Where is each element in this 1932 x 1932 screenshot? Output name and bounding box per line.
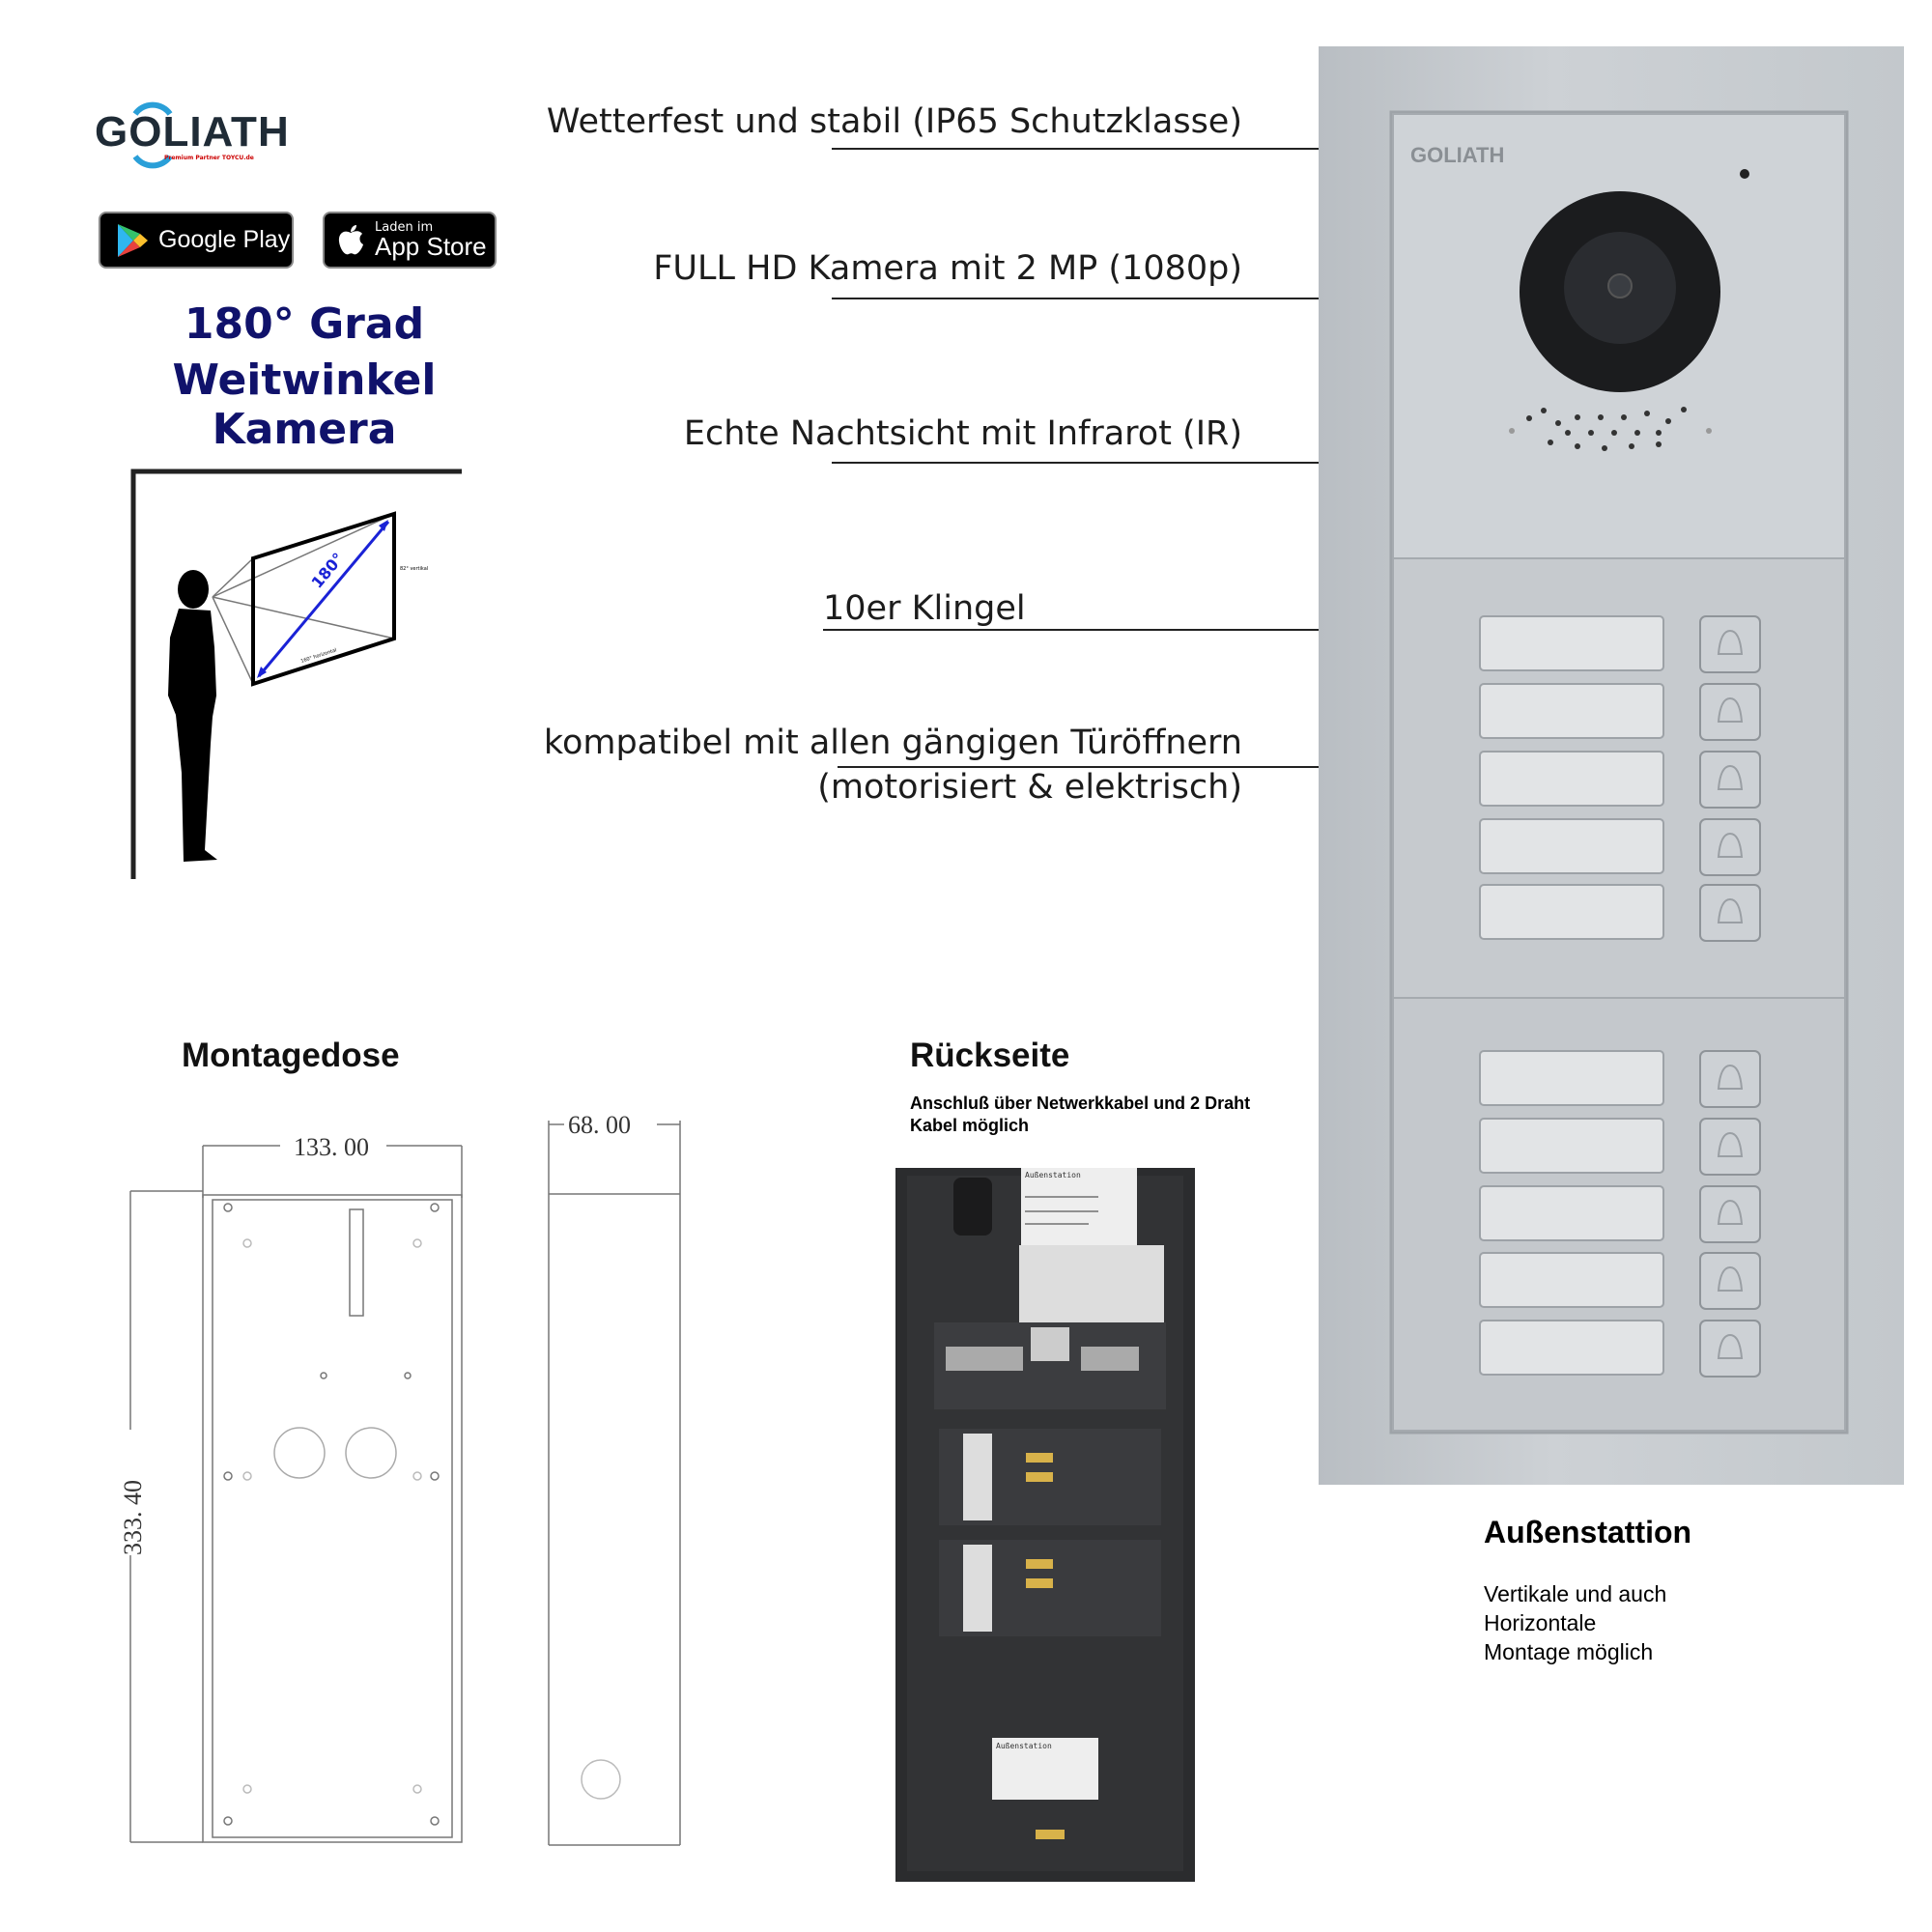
aussenstation-line2: Horizontale [1484,1610,1597,1635]
bell-button[interactable] [1699,615,1761,673]
partner-text: Premium Partner TOYCU.de [164,155,254,161]
bell-icon [1717,832,1744,858]
google-play-icon [118,223,148,257]
back-label-top: Außenstation [1025,1171,1081,1179]
aussenstation-line3: Montage möglich [1484,1639,1654,1664]
person-silhouette [168,570,217,862]
bell-button[interactable] [1699,1050,1761,1108]
app-store-small-label: Laden im [375,220,434,235]
name-label-plate [1479,1320,1664,1376]
montagedose-title: Montagedose [182,1037,400,1074]
bell-icon [1717,897,1744,923]
google-play-label: Google Play [158,226,291,253]
name-label-plate [1479,615,1664,671]
rueckseite-subtitle-2: Kabel möglich [910,1116,1030,1135]
bell-button[interactable] [1699,818,1761,876]
feature-door-openers: kompatibel mit allen gängigen Türöffnern [543,724,1242,762]
bell-icon [1717,1064,1744,1090]
goliath-logo: GOLIATH Premium Partner TOYCU.de [95,100,289,170]
bell-icon [1717,1199,1744,1225]
angle-label: 180° [308,550,348,592]
bell-button[interactable] [1699,1185,1761,1243]
name-label-plate [1479,1050,1664,1106]
bell-button[interactable] [1699,1252,1761,1310]
name-label-plate [1479,884,1664,940]
headline-line2: Weitwinkel Kamera [172,355,437,454]
bell-icon [1717,629,1744,655]
camera-lens [1520,191,1720,392]
callout-line [838,766,1319,768]
callout-line [832,298,1319,299]
feature-camera: FULL HD Kamera mit 2 MP (1080p) [653,249,1242,288]
depth-dimension: 68. 00 [568,1111,631,1139]
viewing-angle-diagram: 180° 82° vertikal 160° horizontal [126,464,473,879]
vertical-angle-label: 82° vertikal [400,566,428,572]
back-side-photo: Außenstation Außenstation [895,1168,1195,1882]
google-play-badge[interactable]: Google Play [99,212,294,269]
bell-icon [1717,764,1744,790]
device-logo: GOLIATH [1410,143,1504,167]
logo-text: GOLIATH [95,108,290,156]
callout-line [832,148,1319,150]
apple-icon [338,224,363,254]
aussenstation-line1: Vertikale und auch [1484,1581,1667,1606]
bell-icon [1717,1265,1744,1292]
rueckseite-title: Rückseite [910,1037,1070,1074]
aussenstation-title: Außenstattion [1484,1515,1692,1549]
feature-door-openers-detail: (motorisiert & elektrisch) [817,768,1242,807]
bell-button-list [1479,615,1761,1378]
bell-icon [1717,1333,1744,1359]
width-dimension: 133. 00 [294,1133,369,1161]
name-label-plate [1479,818,1664,874]
name-label-plate [1479,683,1664,739]
feature-night-vision: Echte Nachtsicht mit Infrarot (IR) [683,414,1242,453]
name-label-plate [1479,751,1664,807]
bell-button[interactable] [1699,1118,1761,1176]
bell-icon [1717,696,1744,723]
callout-line [832,462,1319,464]
app-store-badge[interactable]: Laden im App Store [323,212,497,269]
feature-bells: 10er Klingel [823,589,1026,628]
headline-line1: 180° Grad [184,299,425,349]
app-store-label: App Store [375,232,487,261]
bell-button[interactable] [1699,751,1761,809]
bell-button[interactable] [1699,884,1761,942]
name-label-plate [1479,1118,1664,1174]
feature-weatherproof: Wetterfest und stabil (IP65 Schutzklasse… [546,102,1242,141]
bell-icon [1717,1131,1744,1157]
back-label-bottom: Außenstation [996,1742,1052,1750]
name-label-plate [1479,1185,1664,1241]
rueckseite-subtitle-1: Anschluß über Netwerkkabel und 2 Draht [910,1094,1251,1113]
bell-button[interactable] [1699,683,1761,741]
outdoor-station-photo: GOLIATH [1319,46,1904,1485]
name-label-plate [1479,1252,1664,1308]
speaker-grille [1509,407,1712,451]
mounting-box-drawing: 133. 00 68. 00 333. 40 [106,1092,705,1864]
bell-button[interactable] [1699,1320,1761,1378]
callout-line [823,629,1319,631]
height-dimension: 333. 40 [119,1480,147,1555]
